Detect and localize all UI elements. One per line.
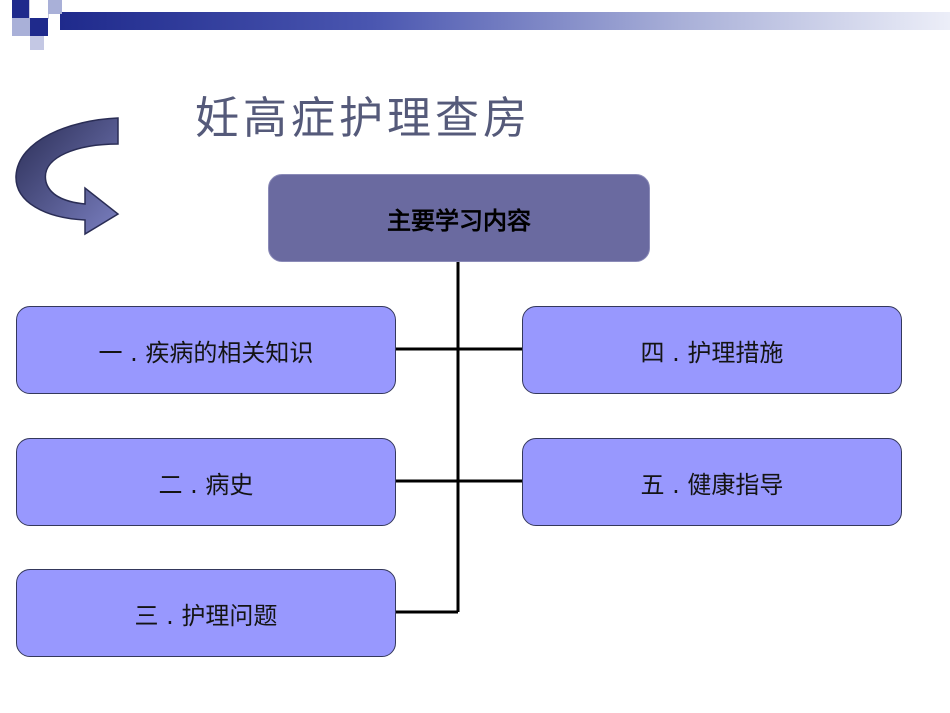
header-square-decor	[12, 0, 30, 18]
node-medical-history: 二 . 病史	[16, 438, 396, 526]
node-nursing-measures: 四 . 护理措施	[522, 306, 902, 394]
node-disease-knowledge: 一 . 疾病的相关知识	[16, 306, 396, 394]
header-square-decor	[30, 18, 48, 36]
header-square-decor	[29, 0, 49, 19]
curved-arrow-icon	[15, 117, 120, 236]
header-gradient-bar	[60, 12, 950, 30]
slide-title: 妊高症护理查房	[195, 93, 531, 144]
header-square-decor	[12, 18, 30, 36]
header-square-decor	[48, 0, 62, 14]
node-health-guidance: 五 . 健康指导	[522, 438, 902, 526]
root-node: 主要学习内容	[268, 174, 650, 262]
header-square-decor	[30, 36, 44, 50]
node-nursing-problems: 三 . 护理问题	[16, 569, 396, 657]
